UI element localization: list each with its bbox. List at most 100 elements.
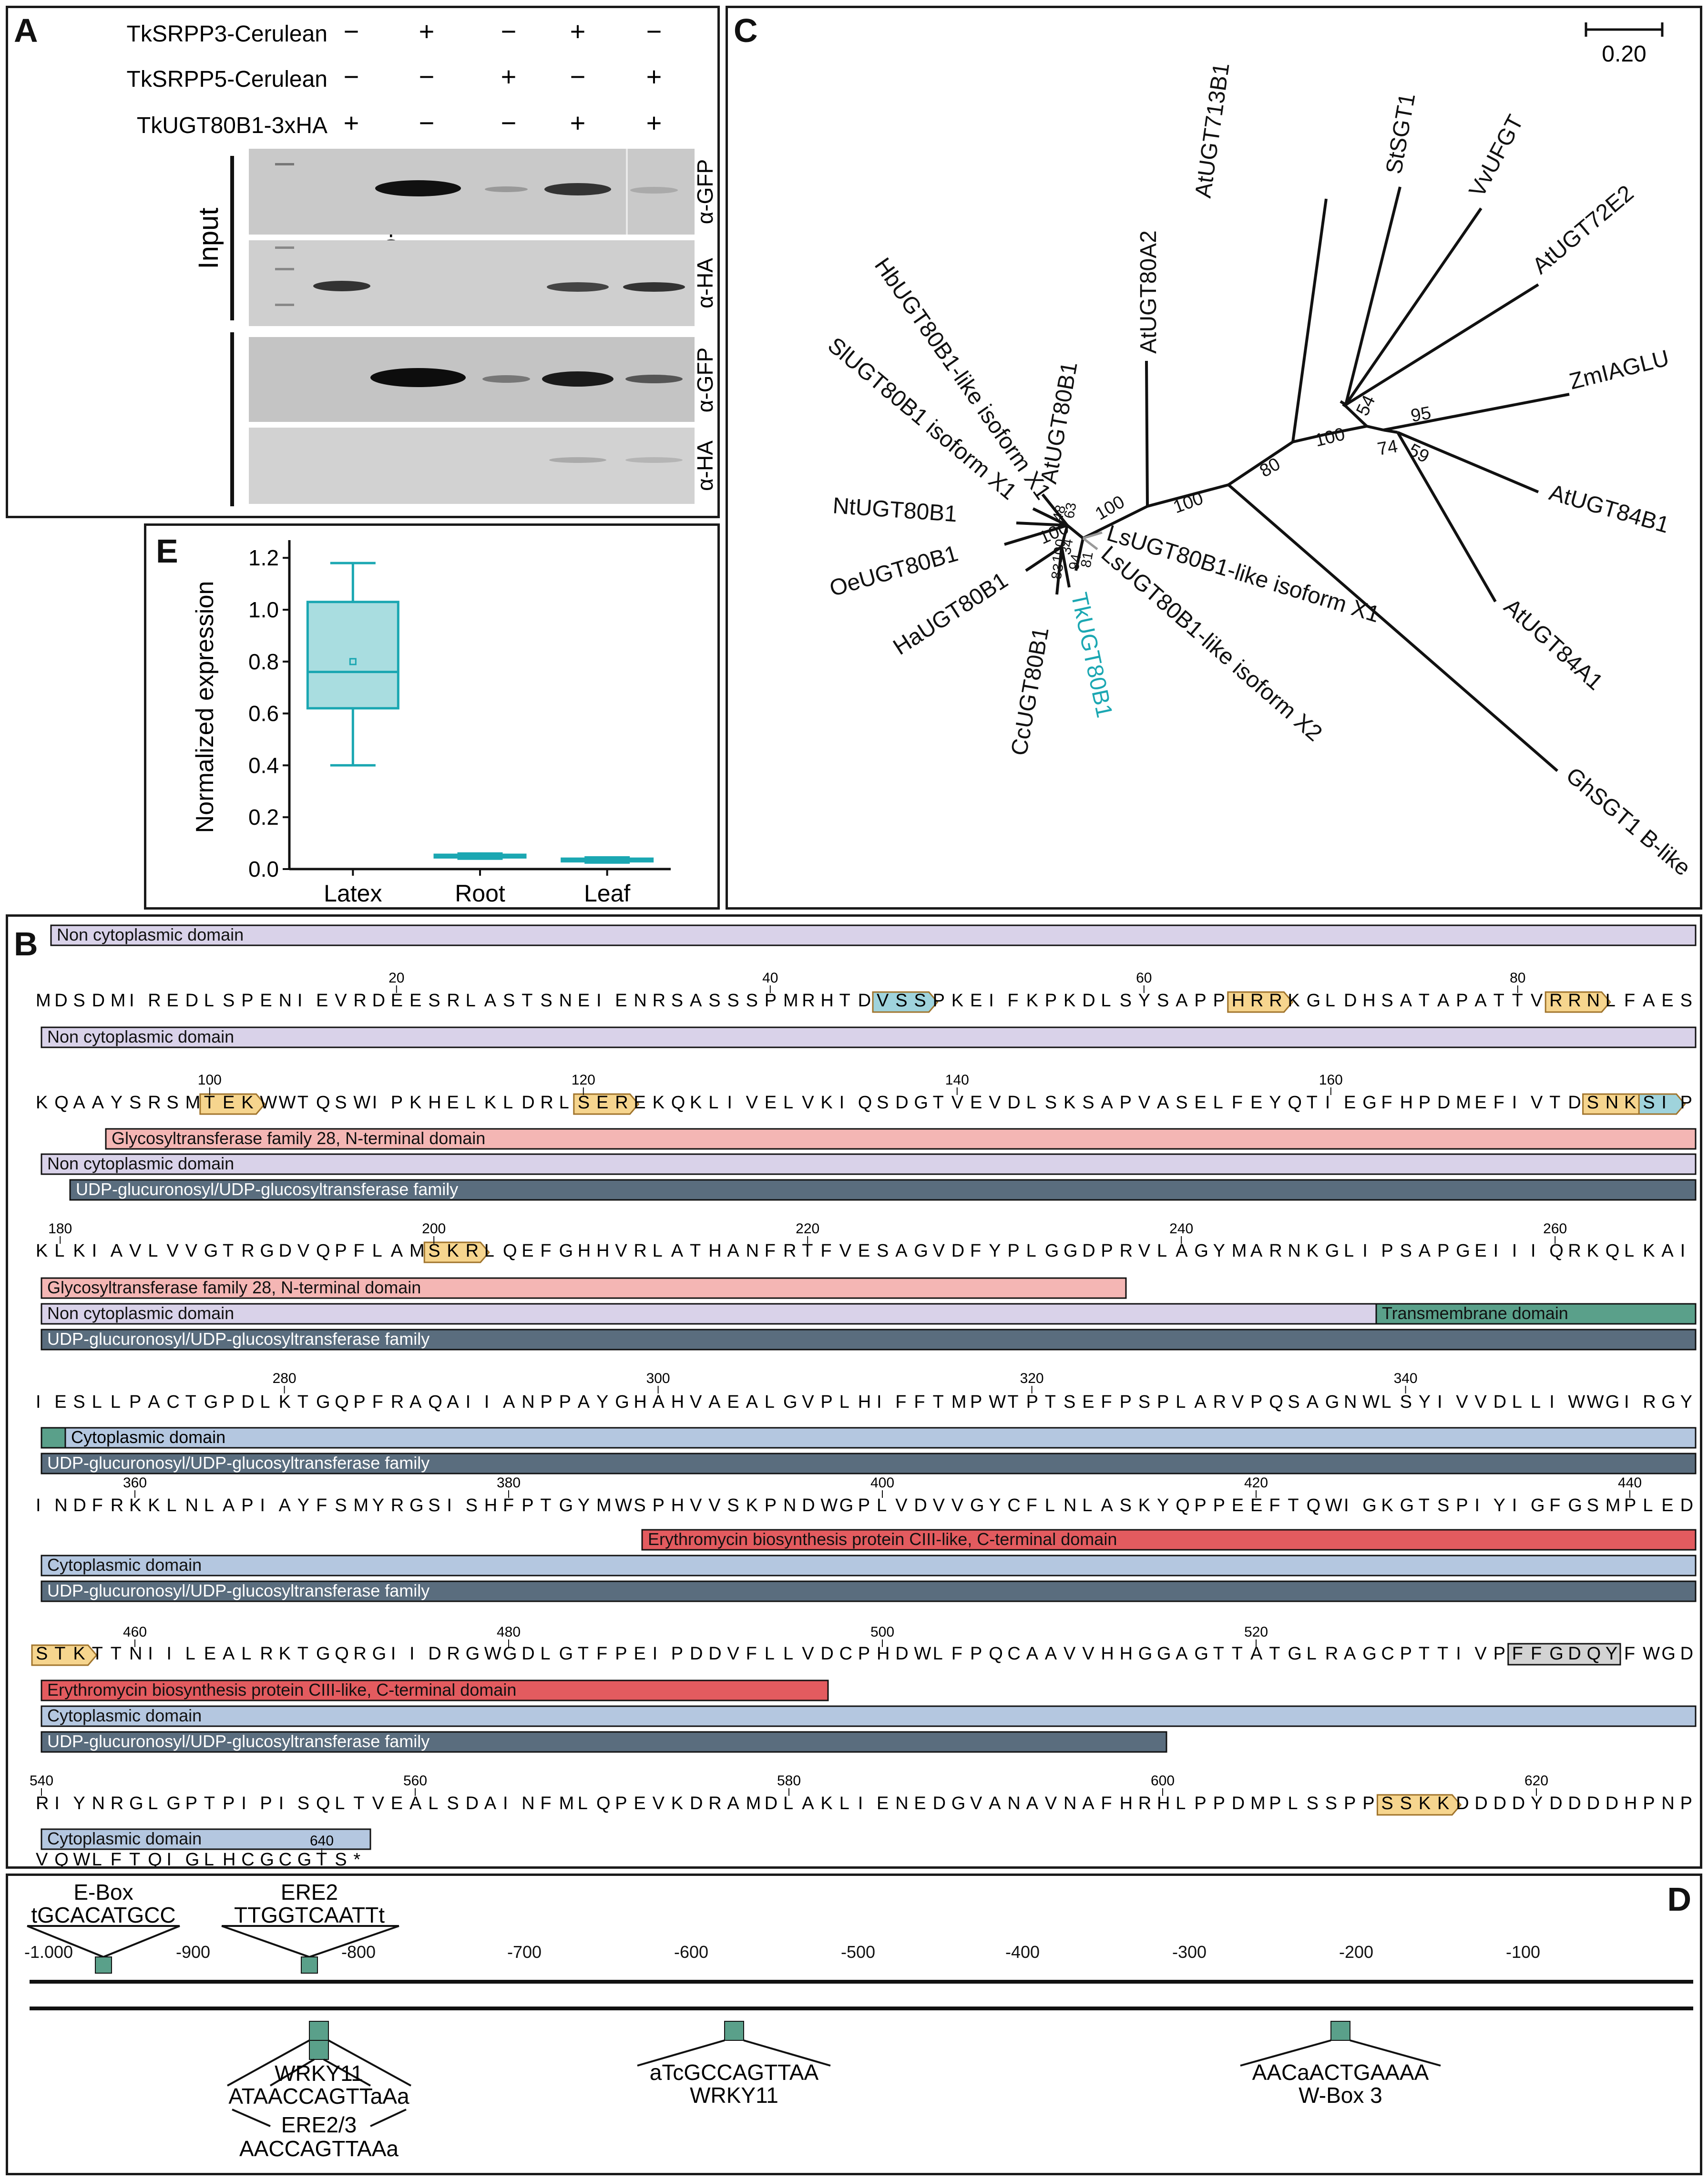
- sign-r2-c3: +: [570, 108, 586, 138]
- site-arrow: [1544, 991, 1611, 1013]
- band: [625, 375, 683, 383]
- domain-label: Non cytoplasmic domain: [47, 1027, 234, 1046]
- band: [370, 368, 466, 387]
- x-tick-label: Root: [455, 880, 505, 907]
- residue-number: 600: [1151, 1773, 1175, 1789]
- domain-label: Transmembrane domain: [1382, 1303, 1568, 1323]
- site-arrow: [1638, 1093, 1686, 1115]
- band: [547, 282, 609, 292]
- motif-wbox3: AACaACTGAAAA W-Box 3: [1240, 2021, 1441, 2108]
- domain-bar: [64, 1427, 1697, 1449]
- site-arrow: [1227, 991, 1294, 1013]
- residue-number: 300: [646, 1371, 670, 1386]
- row-label-srpp3: TkSRPP3-Cerulean: [127, 21, 328, 47]
- leaf-label: StSGT1: [1381, 92, 1421, 176]
- motif-seq: aTcGCCAGTTAA: [650, 2060, 819, 2085]
- motif-seq: AACCAGTTAAa: [239, 2136, 399, 2161]
- blot-strips: [249, 149, 695, 504]
- mean-marker: [603, 856, 611, 864]
- domain-bar: [41, 1453, 1697, 1474]
- sign-r1-c1: −: [419, 61, 435, 92]
- domain-bar: [69, 1179, 1697, 1201]
- motif-seq: tGCACATGCC: [31, 1903, 175, 1927]
- leaf-label: AtUGT713B1: [1190, 61, 1234, 199]
- residue-number: 260: [1543, 1221, 1567, 1237]
- x-tick-label: Leaf: [584, 880, 630, 907]
- motif-ere2: ERE2 TTGGTCAATTt: [221, 1880, 399, 1974]
- residue-number: 480: [497, 1624, 521, 1640]
- residue-number: 140: [945, 1072, 969, 1088]
- motif-name: ERE2: [281, 1880, 338, 1905]
- domain-bar: [41, 1329, 1697, 1351]
- axis-tick-label: -600: [674, 1942, 708, 1962]
- band: [482, 375, 530, 383]
- sign-r1-c0: −: [344, 61, 359, 92]
- bootstrap-label: 100: [1171, 488, 1206, 517]
- y-tick-label: 1.2: [248, 545, 279, 570]
- residue-number: 500: [870, 1624, 894, 1640]
- residue-number: 220: [796, 1221, 819, 1237]
- leaf-label: OeUGT80B1: [827, 541, 961, 601]
- residue-number: 380: [497, 1475, 521, 1491]
- bootstrap-label: 74: [1376, 436, 1399, 460]
- leaf-label: VvUFGT: [1464, 111, 1528, 201]
- residue-number: 240: [1169, 1221, 1193, 1237]
- bootstrap-label: 81: [1078, 551, 1096, 569]
- panel-d-label: D: [1667, 1881, 1691, 1918]
- band: [549, 457, 606, 463]
- axis-tick-label: -1.000: [24, 1942, 73, 1962]
- domain-label: Cytoplasmic domain: [47, 1829, 202, 1848]
- domain-label: Cytoplasmic domain: [71, 1427, 225, 1447]
- leaf-label: ZmIAGLU: [1567, 346, 1672, 395]
- panel-d: D -1.000 -900 -800 -700 -600 -500 -400 -…: [6, 1874, 1702, 2175]
- sign-r0-c3: +: [570, 16, 586, 46]
- residue-number: 40: [762, 970, 778, 986]
- domain-label: Glycosyltransferase family 28, N-termina…: [47, 1278, 421, 1297]
- axis-tick-label: -300: [1172, 1942, 1207, 1962]
- residue-number: 560: [403, 1773, 427, 1789]
- domain-bar: [105, 1128, 1697, 1150]
- axis-tick-label: -400: [1005, 1942, 1040, 1962]
- domain-label: UDP-glucuronosyl/UDP-glucosyltransferase…: [47, 1329, 430, 1349]
- sign-r2-c0: +: [344, 108, 359, 138]
- domain-bar: [41, 1555, 1697, 1577]
- domain-label: Cytoplasmic domain: [47, 1706, 202, 1725]
- band: [544, 183, 611, 195]
- domain-bar: [1375, 1303, 1697, 1325]
- antibody-label: α-HA: [693, 258, 717, 308]
- domain-label: UDP-glucuronosyl/UDP-glucosyltransferase…: [76, 1179, 458, 1199]
- axis-tick-label: -700: [507, 1942, 542, 1962]
- motif-seq: ATAACCAGTTaAa: [228, 2084, 409, 2109]
- band: [375, 180, 461, 196]
- bootstrap-label: 80: [1257, 454, 1284, 481]
- panel-c-label: C: [734, 12, 758, 49]
- domain-label: Glycosyltransferase family 28, N-termina…: [112, 1128, 485, 1148]
- residue-number: 400: [870, 1475, 894, 1491]
- sign-r1-c2: +: [501, 61, 517, 92]
- domain-bar: [41, 1580, 1697, 1602]
- band: [485, 186, 528, 192]
- axis-tick-label: -100: [1506, 1942, 1540, 1962]
- sign-r0-c2: −: [501, 16, 517, 46]
- residue-number: 340: [1394, 1371, 1418, 1386]
- bootstrap-label: 83: [1048, 563, 1066, 581]
- axis-tick-label: -800: [341, 1942, 376, 1962]
- site-arrow: [423, 1241, 490, 1263]
- leaf-label: AtUGT84B1: [1546, 480, 1672, 538]
- y-tick-label: 0.8: [248, 649, 279, 674]
- panel-a-label: A: [14, 12, 38, 49]
- residue-number: 200: [422, 1221, 446, 1237]
- motif-name: W-Box 3: [1299, 2083, 1382, 2108]
- antibody-label: α-HA: [693, 440, 717, 491]
- residue-number: 420: [1244, 1475, 1268, 1491]
- site-arrow: [872, 991, 939, 1013]
- motif-name: WRKY11: [275, 2061, 363, 2086]
- y-tick-label: 0.2: [248, 805, 279, 829]
- residue-number: 620: [1524, 1773, 1548, 1789]
